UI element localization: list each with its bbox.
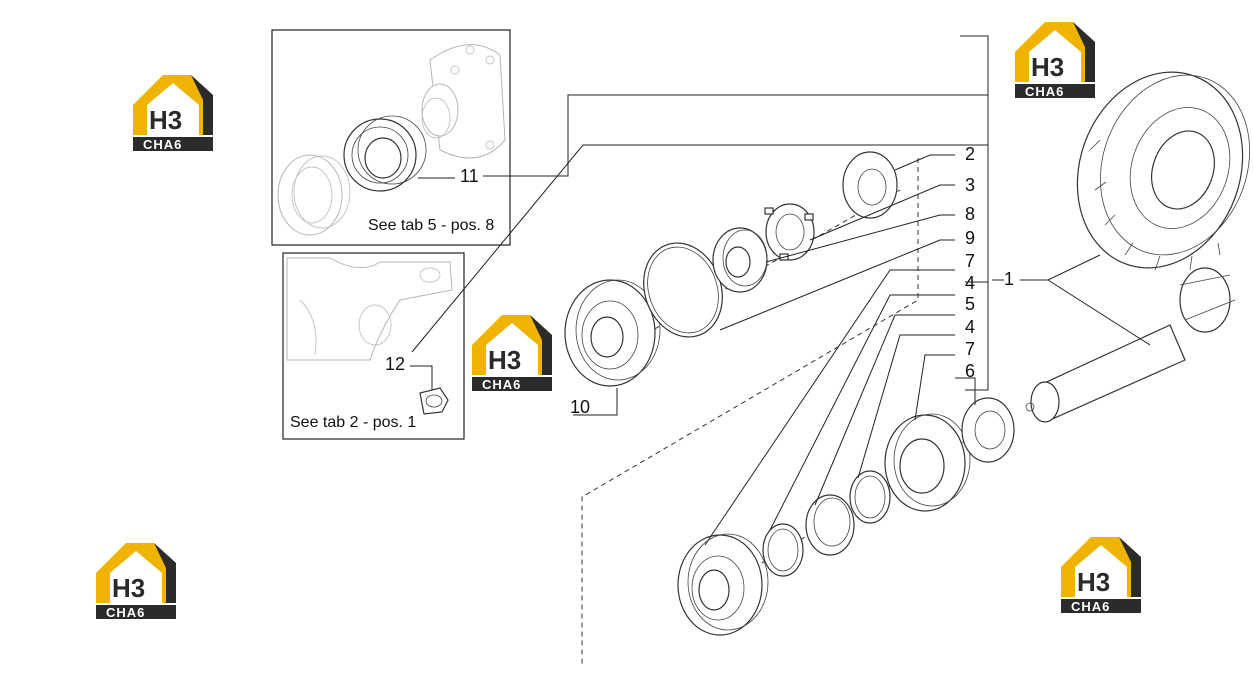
svg-text:CHA6: CHA6	[1025, 84, 1064, 99]
callout-2: 2	[965, 144, 975, 164]
svg-text:H3: H3	[1031, 52, 1064, 82]
part-12-nut	[419, 387, 449, 415]
part-5-cup	[805, 494, 855, 556]
inset-bottom-note: See tab 2 - pos. 1	[290, 414, 416, 431]
callout-12: 12	[385, 354, 405, 374]
callout-7a: 7	[965, 251, 975, 271]
callout-10: 10	[570, 397, 590, 417]
svg-text:CHA6: CHA6	[1071, 599, 1110, 614]
watermark-logo-right-bottom: H3 CHA6	[1061, 537, 1141, 614]
part-4-ring-upper	[849, 470, 891, 524]
callout-8: 8	[965, 204, 975, 224]
callout-4b: 4	[965, 317, 975, 337]
part-4-ring-lower	[762, 523, 804, 577]
watermark-logo-center: H3 CHA6	[472, 315, 552, 392]
svg-text:H3: H3	[488, 345, 521, 375]
group-bracket	[960, 35, 989, 391]
inset-top-note: See tab 5 - pos. 8	[368, 217, 494, 234]
part-7-bearing-lower	[677, 533, 769, 636]
part-1-crown-wheel	[1076, 71, 1251, 271]
watermark-logo-left-top: H3 CHA6	[133, 75, 213, 152]
svg-text:CHA6: CHA6	[143, 137, 182, 152]
part-8-race	[712, 227, 768, 293]
callout-3: 3	[965, 175, 975, 195]
callout-4a: 4	[965, 273, 975, 293]
callout-1: 1	[1004, 269, 1014, 289]
ghost-differential-housing	[421, 44, 506, 159]
svg-text:CHA6: CHA6	[482, 377, 521, 392]
callout-7b: 7	[965, 339, 975, 359]
part-11-bearing	[343, 115, 427, 192]
inset-bottom: 12 See tab 2 - pos. 1	[282, 144, 988, 440]
svg-text:H3: H3	[1077, 567, 1110, 597]
part-3-ringnut	[764, 203, 815, 261]
watermark-logo-right-top: H3 CHA6	[1015, 22, 1095, 99]
callout-11: 11	[460, 166, 479, 186]
svg-text:CHA6: CHA6	[106, 605, 145, 620]
inset-top-frame	[271, 29, 511, 246]
watermark-logo-left-bottom: H3 CHA6	[96, 543, 176, 620]
callout-9: 9	[965, 228, 975, 248]
svg-text:H3: H3	[112, 573, 145, 603]
callout-5: 5	[965, 294, 975, 314]
part-6-shim	[961, 397, 1015, 463]
callout-6: 6	[965, 361, 975, 381]
ghost-spline-gear	[277, 154, 351, 236]
part-10-seal	[564, 279, 661, 387]
inset-top: 11 See tab 5 - pos. 8	[271, 29, 988, 246]
part-1-pinion	[1025, 267, 1236, 423]
assembly-axis-dashed	[581, 158, 919, 665]
part-7-bearing-upper	[884, 413, 971, 512]
svg-text:H3: H3	[149, 105, 182, 135]
part-2-washer	[842, 151, 898, 219]
ghost-axle-housing	[286, 257, 453, 361]
inset-bottom-frame	[282, 252, 465, 440]
